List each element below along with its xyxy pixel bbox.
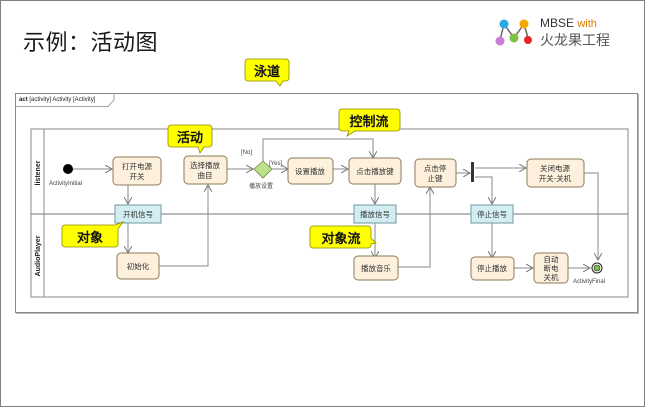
svg-text:控制流: 控制流 xyxy=(349,114,388,130)
logo-dot xyxy=(495,36,505,46)
svg-text:关机: 关机 xyxy=(544,272,559,282)
object-stop-signal[interactable]: 停止信号 xyxy=(470,204,514,224)
svg-text:开关-关机: 开关-关机 xyxy=(539,173,572,183)
svg-text:对象: 对象 xyxy=(77,230,103,246)
callout-object: 对象 xyxy=(61,221,125,248)
final-node-label: ActivityFinal xyxy=(573,279,605,285)
flow-decision-no xyxy=(262,138,373,161)
fork-bar[interactable] xyxy=(471,162,474,182)
svg-text:关闭电源: 关闭电源 xyxy=(540,163,570,173)
frame-tab-border xyxy=(16,94,115,107)
svg-text:设置播放: 设置播放 xyxy=(295,166,325,176)
action-init[interactable]: 初始化 xyxy=(116,252,160,280)
svg-text:活动: 活动 xyxy=(177,130,203,146)
logo-line2: 火龙果工程 xyxy=(540,33,610,49)
svg-text:停止播放: 停止播放 xyxy=(477,263,507,273)
activity-frame: act [activity] Activity [Activity] xyxy=(15,93,638,313)
logo-icon xyxy=(495,19,532,46)
logo-line1: MBSE with xyxy=(540,16,597,30)
callout-control-flow: 控制流 xyxy=(338,108,401,137)
guard-yes: [Yes] xyxy=(269,161,282,167)
guard-no: [No] xyxy=(241,150,252,156)
lane-listener-label: listener xyxy=(35,160,42,185)
decision-label: 播放设置 xyxy=(249,182,273,190)
action-open-power[interactable]: 打开电源 开关 xyxy=(112,156,162,186)
object-power-on-signal[interactable]: 开机信号 xyxy=(114,204,162,224)
action-stop-play[interactable]: 停止播放 xyxy=(470,256,515,281)
svg-text:止键: 止键 xyxy=(428,173,443,183)
svg-text:选择播放: 选择播放 xyxy=(190,160,220,170)
action-set-play[interactable]: 设置播放 xyxy=(287,157,334,185)
svg-text:停止信号: 停止信号 xyxy=(477,209,507,219)
initial-node[interactable] xyxy=(63,164,73,174)
svg-text:对象流: 对象流 xyxy=(321,231,360,247)
svg-text:断电: 断电 xyxy=(544,263,559,273)
svg-text:打开电源: 打开电源 xyxy=(122,161,152,171)
svg-text:曲目: 曲目 xyxy=(198,170,213,180)
action-auto-off[interactable]: 自动 断电 关机 xyxy=(533,252,569,284)
svg-text:初始化: 初始化 xyxy=(127,261,150,271)
object-play-signal[interactable]: 播放信号 xyxy=(353,204,397,224)
svg-text:开关: 开关 xyxy=(130,171,145,181)
logo-dot xyxy=(499,19,509,29)
final-node[interactable] xyxy=(591,262,603,274)
action-select-song[interactable]: 选择播放 曲目 xyxy=(183,155,228,185)
action-click-play[interactable]: 点击播放键 xyxy=(348,157,402,185)
action-play-music[interactable]: 播放音乐 xyxy=(353,255,399,281)
logo-dot xyxy=(519,19,529,29)
frame-label: act [activity] Activity [Activity] xyxy=(19,97,96,103)
flows xyxy=(73,138,598,268)
lane-audioplayer-label: AudioPlayer xyxy=(35,235,42,276)
flow-music-to-stopkey xyxy=(398,187,430,268)
action-close-power[interactable]: 关闭电源 开关-关机 xyxy=(526,158,585,188)
flow-fork-to-stopsignal xyxy=(475,176,492,204)
action-click-stop[interactable]: 点击停 止键 xyxy=(414,158,457,188)
logo-dot xyxy=(524,36,532,44)
callout-swimlane: 泳道 xyxy=(244,58,290,87)
flow-init-to-select xyxy=(159,185,208,267)
slide-title: 示例：活动图 xyxy=(23,31,159,56)
svg-text:播放信号: 播放信号 xyxy=(360,209,390,219)
callout-activity: 活动 xyxy=(167,124,213,154)
callout-object-flow: 对象流 xyxy=(309,225,377,249)
initial-node-label: ActivityInitial xyxy=(49,181,82,187)
svg-text:点击播放键: 点击播放键 xyxy=(356,166,394,176)
svg-text:点击停: 点击停 xyxy=(424,163,447,173)
flow-close-to-final xyxy=(583,172,598,260)
svg-text:播放音乐: 播放音乐 xyxy=(361,263,391,273)
logo: MBSE with 火龙果工程 xyxy=(494,16,634,52)
svg-text:自动: 自动 xyxy=(544,254,559,264)
svg-text:泳道: 泳道 xyxy=(254,64,280,80)
svg-text:开机信号: 开机信号 xyxy=(123,209,153,219)
decision-node[interactable] xyxy=(253,160,273,179)
logo-dot xyxy=(509,33,519,43)
